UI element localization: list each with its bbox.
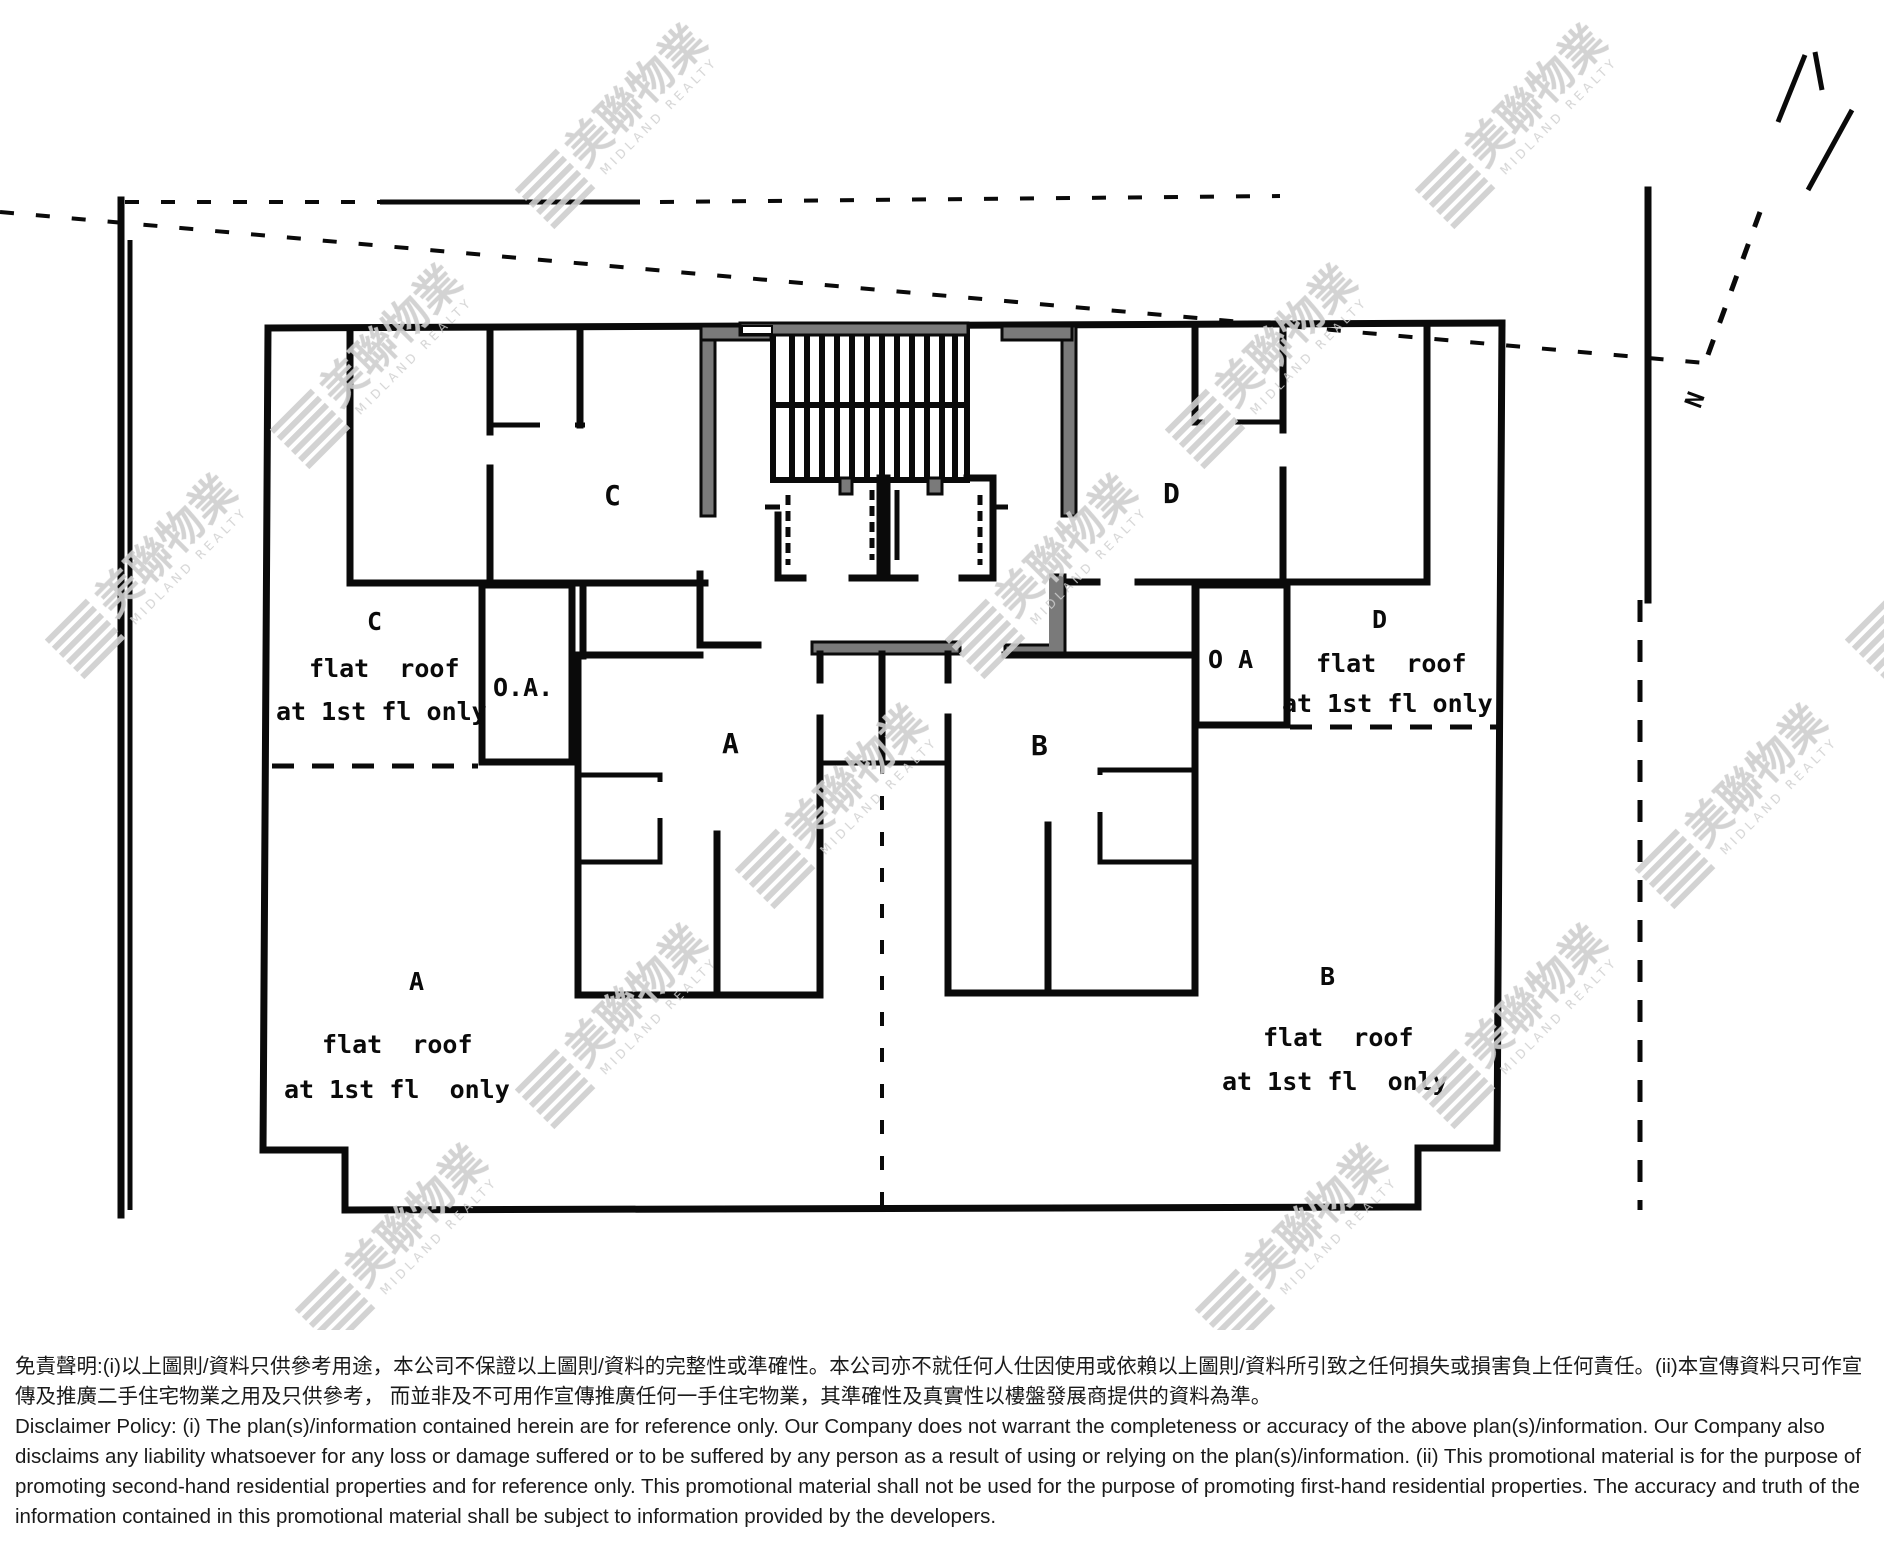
unit-b-layout xyxy=(882,581,1199,997)
flat-roof-c-label: C flat roof at 1st fl only xyxy=(276,607,487,726)
svg-text:美聯物業: 美聯物業 xyxy=(311,256,472,417)
unit-label-c: C xyxy=(604,479,621,512)
unit-a-layout xyxy=(568,651,880,999)
svg-text:美聯物業: 美聯物業 xyxy=(1456,916,1617,1077)
watermark-logo: 美聯物業 MIDLAND REALTY xyxy=(44,466,251,680)
flat-roof-d-label: D flat roof at 1st fl only xyxy=(1282,605,1493,718)
disclaimer-zh: 免責聲明:(i)以上圖則/資料只供參考用途，本公司不保證以上圖則/資料的完整性或… xyxy=(15,1355,1863,1408)
north-label: N xyxy=(1679,388,1710,411)
svg-text:美聯物業: 美聯物業 xyxy=(86,466,247,627)
watermark-logo: 美聯物業 MIDLAND REALTY xyxy=(1844,598,1884,680)
flat-roof-b-label: B flat roof at 1st fl only xyxy=(1222,962,1448,1096)
svg-text:美聯物業: 美聯物業 xyxy=(1236,1136,1397,1297)
svg-text:flat roof: flat roof xyxy=(322,1030,473,1059)
watermark-logo: 美聯物業 MIDLAND REALTY xyxy=(734,696,941,910)
svg-text:at 1st fl only: at 1st fl only xyxy=(276,697,487,726)
svg-text:D: D xyxy=(1372,605,1387,634)
staircase xyxy=(738,321,970,483)
watermark-logo: 美聯物業 MIDLAND REALTY xyxy=(294,1136,501,1330)
svg-text:美聯物業: 美聯物業 xyxy=(1456,16,1617,177)
svg-text:at 1st fl only: at 1st fl only xyxy=(284,1075,510,1104)
watermark-logo: 美聯物業 MIDLAND REALTY xyxy=(514,916,721,1130)
unit-label-b: B xyxy=(1031,729,1048,762)
north-arrow-icon: N xyxy=(0,51,1855,411)
stair-treads xyxy=(789,333,958,478)
watermark-logo: 美聯物業 MIDLAND REALTY xyxy=(1414,16,1621,230)
svg-text:at 1st fl only: at 1st fl only xyxy=(1282,689,1493,718)
unit-label-d: D xyxy=(1163,477,1180,510)
svg-text:at 1st fl only: at 1st fl only xyxy=(1222,1067,1448,1096)
unit-c-layout xyxy=(346,324,773,660)
svg-text:C: C xyxy=(367,607,382,636)
svg-text:B: B xyxy=(1320,962,1335,991)
watermark-logo: 美聯物業 MIDLAND REALTY xyxy=(1634,696,1841,910)
disclaimer: 免責聲明:(i)以上圖則/資料只供參考用途，本公司不保證以上圖則/資料的完整性或… xyxy=(15,1352,1875,1532)
watermark-logo: 美聯物業 MIDLAND REALTY xyxy=(514,16,721,230)
unit-label-a: A xyxy=(722,727,739,760)
svg-text:flat roof: flat roof xyxy=(1263,1023,1414,1052)
open-area-left xyxy=(478,581,576,766)
floor-plan: N xyxy=(0,16,1884,1330)
open-area-label-left: O.A. xyxy=(493,673,553,702)
svg-text:A: A xyxy=(409,967,424,996)
lift-shafts xyxy=(765,474,1008,582)
disclaimer-en: Disclaimer Policy: (i) The plan(s)/infor… xyxy=(15,1415,1861,1528)
svg-text:美聯物業: 美聯物業 xyxy=(556,16,717,177)
open-area-label-right: O A xyxy=(1208,645,1253,674)
watermark-logo: 美聯物業 MIDLAND REALTY xyxy=(1414,916,1621,1130)
flat-roof-a-label: A flat roof at 1st fl only xyxy=(284,967,510,1104)
svg-text:flat roof: flat roof xyxy=(1316,649,1467,678)
svg-text:美聯物業: 美聯物業 xyxy=(776,696,937,857)
svg-text:美聯物業: 美聯物業 xyxy=(1676,696,1837,857)
watermark-logo: 美聯物業 MIDLAND REALTY xyxy=(269,256,476,470)
corridor-wall xyxy=(810,640,962,656)
svg-text:美聯物業: 美聯物業 xyxy=(336,1136,497,1297)
site-boundary xyxy=(117,186,1652,1219)
watermark-logo: 美聯物業 MIDLAND REALTY xyxy=(1194,1136,1401,1330)
svg-text:flat roof: flat roof xyxy=(309,654,460,683)
